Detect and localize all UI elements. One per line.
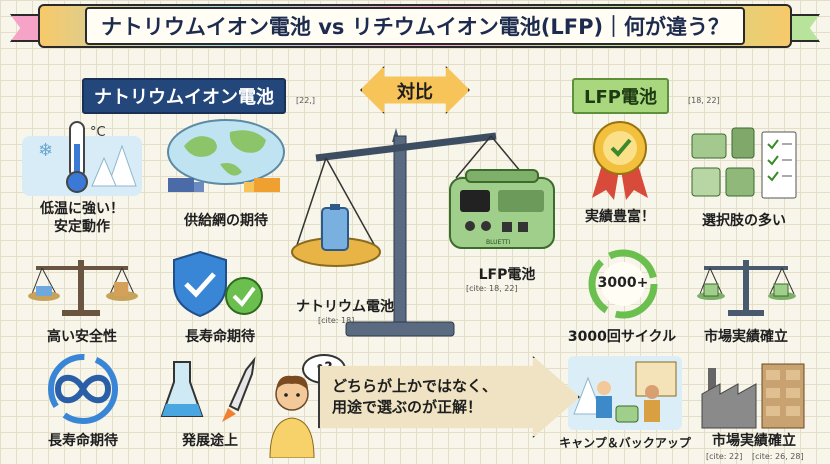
thinking-person — [264, 368, 320, 459]
lfp-heading: LFP電池 — [572, 78, 669, 114]
product-lineup-icon — [688, 126, 800, 202]
lfp-heading-cite: [18, 22] — [688, 96, 720, 105]
lfp-balance-scale-icon — [694, 252, 798, 320]
balance-scale-icon — [22, 250, 142, 320]
sodium-item-label-4: 長寿命期待 — [185, 329, 255, 345]
flask-rocket-icon — [160, 356, 260, 426]
globe-supply-icon — [160, 116, 292, 202]
factory-icon — [700, 356, 808, 430]
device-brand: BLUETTI — [486, 239, 511, 246]
sodium-item-label-3: 高い安全性 — [47, 329, 117, 345]
sodium-item-label-2: 供給網の期待 — [184, 213, 268, 229]
left-pan-cite: [cite: 18] — [318, 316, 355, 325]
lfp-item-label-1: 実績豊富！ — [585, 209, 655, 225]
svg-text:°C: °C — [90, 125, 106, 140]
lfp-item-label-6: 市場実績確立 — [712, 433, 796, 449]
cycle-badge: 3000+ — [597, 275, 649, 291]
lfp-item-label-2: 選択肢の多い — [702, 213, 786, 229]
sodium-item-label-1: 低温に強い！ 安定動作 — [40, 201, 124, 235]
power-station-device: BLUETTI — [446, 168, 558, 252]
right-pan-label: LFP電池 — [478, 267, 536, 283]
camping-scene-icon — [566, 354, 684, 432]
footer-cite-right: [cite: 26, 28] — [752, 452, 804, 461]
infinity-icon — [28, 354, 138, 424]
conclusion-message: どちらが上かではなく、 用途で選ぶのが正解！ — [332, 376, 532, 418]
conclusion-line-2: 用途で選ぶのが正解！ — [332, 398, 483, 416]
sodium-heading: ナトリウムイオン電池 — [82, 78, 286, 114]
svg-text:❄: ❄ — [38, 140, 53, 161]
center-balance-scale — [286, 118, 586, 348]
lfp-item-label-4: 市場実績確立 — [704, 329, 788, 345]
sodium-heading-cite: [22,] — [296, 96, 315, 105]
page-title: ナトリウムイオン電池 vs リチウムイオン電池(LFP)｜何が違う？ — [84, 7, 746, 45]
shield-check-icon — [170, 248, 270, 320]
conclusion-line-1: どちらが上かではなく、 — [332, 377, 498, 395]
left-pan-label: ナトリウム電池 — [296, 299, 394, 315]
lfp-item-label-3: 3000回サイクル — [567, 329, 677, 345]
compare-label: 対比 — [397, 82, 433, 103]
lfp-item-label-5: キャンプ＆バックアップ — [559, 436, 691, 450]
sodium-item-label-5: 長寿命期待 — [48, 433, 118, 449]
title-banner: ナトリウムイオン電池 vs リチウムイオン電池(LFP)｜何が違う？ — [38, 4, 792, 48]
right-pan-cite: [cite: 18, 22] — [466, 284, 518, 293]
cycle-3000-icon — [580, 246, 666, 322]
award-ribbon-icon — [584, 118, 656, 202]
sodium-item-label-6: 発展途上 — [182, 433, 238, 449]
thermometer-snow-icon: °C ❄ — [18, 116, 146, 198]
footer-cite-left: [cite: 22] — [706, 452, 743, 461]
